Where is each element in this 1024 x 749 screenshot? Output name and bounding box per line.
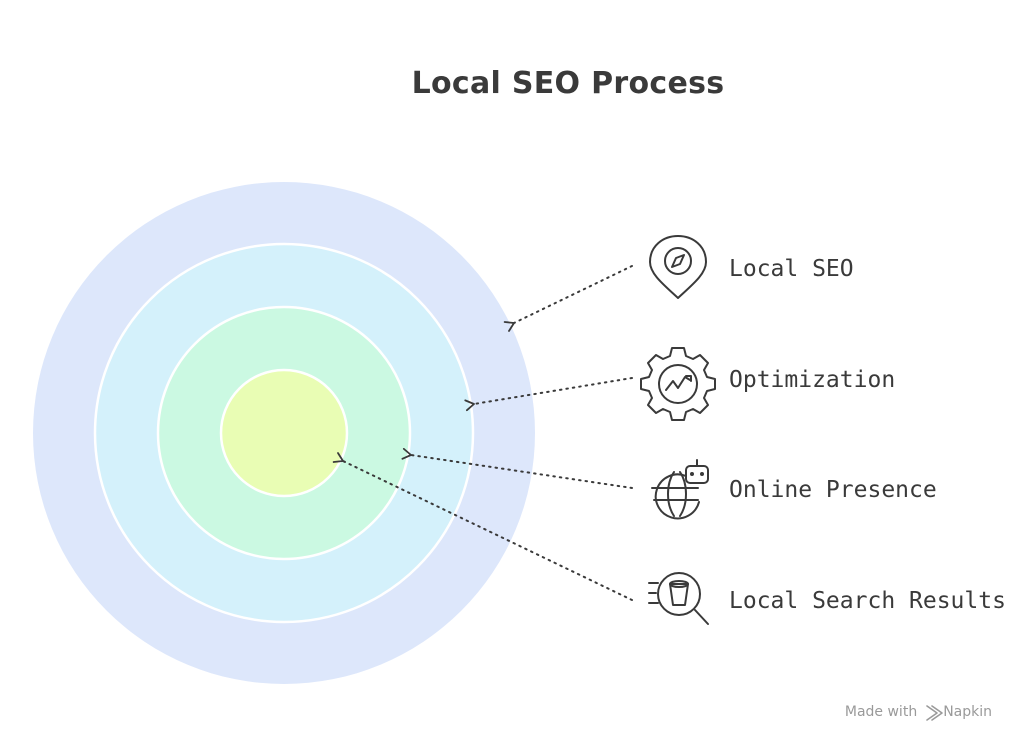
label-optimization: Optimization (729, 367, 896, 393)
connector-local-search-results (332, 452, 633, 601)
footer-prefix: Made with (844, 704, 918, 720)
made-with-footer[interactable]: Made with Napkin (845, 704, 992, 720)
search-magnifier-icon (648, 572, 709, 625)
label-local-search-results: Local Search Results (729, 588, 1006, 614)
connector-optimization (464, 377, 633, 412)
connector-online-presence (401, 447, 633, 489)
location-pin-compass-icon (649, 235, 707, 299)
label-online-presence: Online Presence (729, 477, 937, 503)
ring-local-search-results (219, 368, 349, 498)
gear-chart-icon (640, 347, 716, 421)
napkin-logo-icon (926, 705, 943, 721)
label-local-seo: Local SEO (729, 256, 854, 282)
connector-local-seo (503, 265, 633, 332)
diagram-title: Local SEO Process (411, 66, 725, 101)
footer-brand: Napkin (943, 704, 992, 720)
globe-bot-icon (651, 459, 709, 520)
